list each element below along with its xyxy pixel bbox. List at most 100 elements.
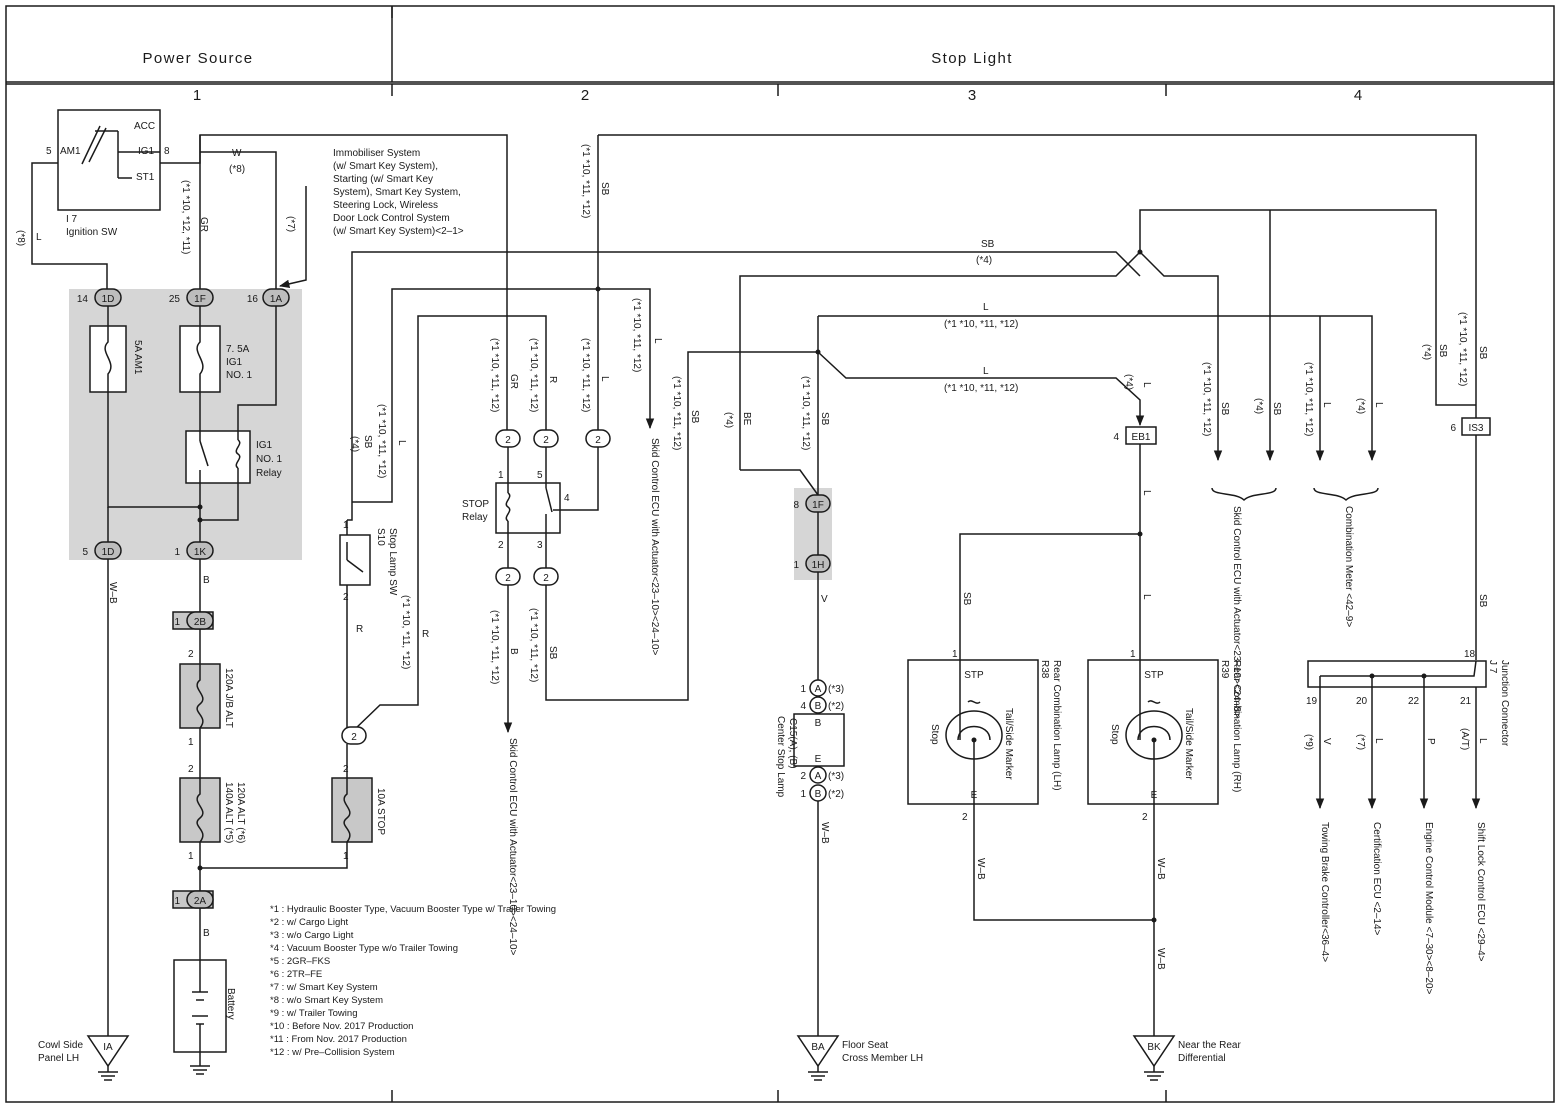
svg-text:1D: 1D (102, 294, 115, 305)
svg-text:E: E (1151, 790, 1158, 801)
svg-text:Skid Control ECU with Actuator: Skid Control ECU with Actuator<23–10><24… (649, 438, 660, 656)
svg-text:V: V (1321, 738, 1332, 745)
svg-text:Combination Meter <42–9>: Combination Meter <42–9> (1343, 506, 1354, 627)
svg-text:1: 1 (800, 789, 806, 800)
svg-text:L: L (599, 376, 610, 382)
svg-text:SB: SB (961, 592, 972, 606)
svg-text:Starting (w/ Smart Key: Starting (w/ Smart Key (333, 174, 433, 185)
svg-text:2: 2 (543, 573, 549, 584)
svg-text:SB: SB (1219, 402, 1230, 416)
svg-text:7. 5A: 7. 5A (226, 344, 250, 355)
svg-text:14: 14 (77, 294, 89, 305)
svg-text:1: 1 (188, 737, 194, 748)
svg-text:B: B (815, 789, 822, 800)
svg-text:ST1: ST1 (136, 172, 155, 183)
svg-text:(*1 *10, *11, *12): (*1 *10, *11, *12) (580, 338, 591, 412)
svg-text:Center Stop Lamp: Center Stop Lamp (775, 716, 786, 798)
svg-text:W–B: W–B (975, 858, 986, 880)
svg-text:(*1 *10, *11, *12): (*1 *10, *11, *12) (580, 144, 591, 218)
svg-text:A: A (815, 771, 822, 782)
svg-text:10A STOP: 10A STOP (375, 788, 386, 835)
junction-connector-j7: 18 J 7 Junction Connector 19 20 22 21 V … (1303, 649, 1510, 995)
svg-text:NO. 1: NO. 1 (226, 370, 253, 381)
svg-text:2: 2 (498, 540, 504, 551)
svg-text:Tail/Side Marker: Tail/Side Marker (1003, 708, 1014, 780)
svg-text:STP: STP (964, 670, 984, 681)
svg-text:SB: SB (981, 239, 995, 250)
svg-text:1A: 1A (270, 294, 283, 305)
svg-text:1: 1 (1130, 649, 1136, 660)
svg-text:(*7): (*7) (1355, 734, 1366, 750)
svg-text:2: 2 (595, 435, 601, 446)
stop-relay: STOP Relay 1 5 4 2 3 2 2 2 2 2 GR (*1 *1… (462, 134, 1477, 956)
column-number: 2 (581, 87, 589, 104)
svg-text:(*1 *10, *11, *12): (*1 *10, *11, *12) (400, 595, 411, 669)
legend-item: *10 : Before Nov. 2017 Production (270, 1021, 413, 1032)
svg-text:(*1 *10, *11, *12): (*1 *10, *11, *12) (1303, 362, 1314, 436)
svg-text:(*1 *10, *11, *12): (*1 *10, *11, *12) (944, 383, 1018, 394)
svg-text:GR: GR (198, 217, 209, 232)
svg-text:1F: 1F (194, 294, 206, 305)
legend-item: *11 : From Nov. 2017 Production (270, 1034, 407, 1045)
svg-text:L: L (36, 232, 42, 243)
immobiliser-note: Immobiliser System (w/ Smart Key System)… (333, 148, 464, 237)
svg-text:(*4): (*4) (349, 436, 360, 452)
svg-text:1K: 1K (194, 547, 207, 558)
svg-text:L: L (1477, 738, 1488, 744)
svg-text:4: 4 (1113, 432, 1119, 443)
svg-text:Skid Control ECU with Actuator: Skid Control ECU with Actuator<23–10><24… (1231, 506, 1242, 718)
ignition-ref: I 7 (66, 214, 78, 225)
svg-text:(*4): (*4) (1355, 398, 1366, 414)
svg-text:2: 2 (800, 771, 806, 782)
legend-item: *5 : 2GR–FKS (270, 956, 330, 967)
svg-text:(*2): (*2) (828, 789, 844, 800)
svg-text:2: 2 (505, 435, 511, 446)
center-stop-lamp: BE (*4) SB (*1 *10, *11, *12) 1F 8 1H 1 … (723, 316, 845, 1036)
svg-text:L: L (983, 366, 989, 377)
svg-text:3: 3 (537, 540, 543, 551)
svg-text:1H: 1H (812, 560, 825, 571)
svg-text:Battery: Battery (225, 988, 236, 1020)
svg-text:IS3: IS3 (1468, 423, 1483, 434)
fusebox-connectors: 1D 14 1F 25 1A 16 1D 5 1K 1 (77, 288, 290, 560)
svg-text:(A/T): (A/T) (1459, 728, 1470, 750)
svg-text:Rear Combination Lamp (LH): Rear Combination Lamp (LH) (1051, 660, 1062, 791)
svg-text:B: B (815, 701, 822, 712)
svg-text:L: L (1373, 738, 1384, 744)
svg-text:2B: 2B (194, 617, 207, 628)
legend-item: *7 : w/ Smart Key System (270, 982, 378, 993)
svg-text:SB: SB (547, 646, 558, 660)
frame-border (5, 5, 1555, 1103)
svg-text:W: W (232, 148, 242, 159)
svg-text:(*7): (*7) (285, 216, 296, 232)
legend-item: *12 : w/ Pre–Collision System (270, 1047, 395, 1058)
svg-text:(*4): (*4) (723, 412, 734, 428)
legend-item: *6 : 2TR–FE (270, 969, 322, 980)
rear-lamp-rh: 1 STP Stop Tail/Side Marker E R39 Rear C… (1087, 649, 1242, 823)
svg-text:19: 19 (1306, 696, 1318, 707)
svg-text:B: B (203, 575, 210, 586)
svg-text:140A ALT (*5): 140A ALT (*5) (223, 782, 234, 843)
svg-text:Skid Control ECU with Actuator: Skid Control ECU with Actuator<23–10><24… (507, 738, 518, 956)
svg-text:R38: R38 (1039, 660, 1050, 679)
svg-text:L: L (1141, 490, 1152, 496)
top-wires: SB (*4) L (*1 *10, *11, *12) L (*1 *10, … (739, 209, 1476, 470)
svg-text:Stop: Stop (1109, 724, 1120, 745)
svg-text:System), Smart Key System,: System), Smart Key System, (333, 187, 461, 198)
svg-text:2: 2 (505, 573, 511, 584)
svg-text:GR: GR (508, 374, 519, 389)
svg-text:18: 18 (1464, 649, 1476, 660)
right-outputs: SB (*1 *10, *11, *12) SB (*4) Skid Contr… (1201, 210, 1491, 718)
ig1-relay: IG1 NO. 1 Relay (185, 306, 283, 521)
svg-text:Immobiliser System: Immobiliser System (333, 148, 420, 159)
svg-text:1D: 1D (102, 547, 115, 558)
svg-text:SB: SB (1477, 594, 1488, 608)
svg-text:SB: SB (819, 412, 830, 426)
svg-text:NO. 1: NO. 1 (256, 454, 283, 465)
ground-ia: IA Cowl Side Panel LH (38, 1035, 130, 1081)
legend-item: *2 : w/ Cargo Light (270, 917, 349, 928)
svg-text:SB: SB (1477, 346, 1488, 360)
legend: *1 : Hydraulic Booster Type, Vacuum Boos… (270, 904, 556, 1058)
svg-text:E: E (971, 790, 978, 801)
